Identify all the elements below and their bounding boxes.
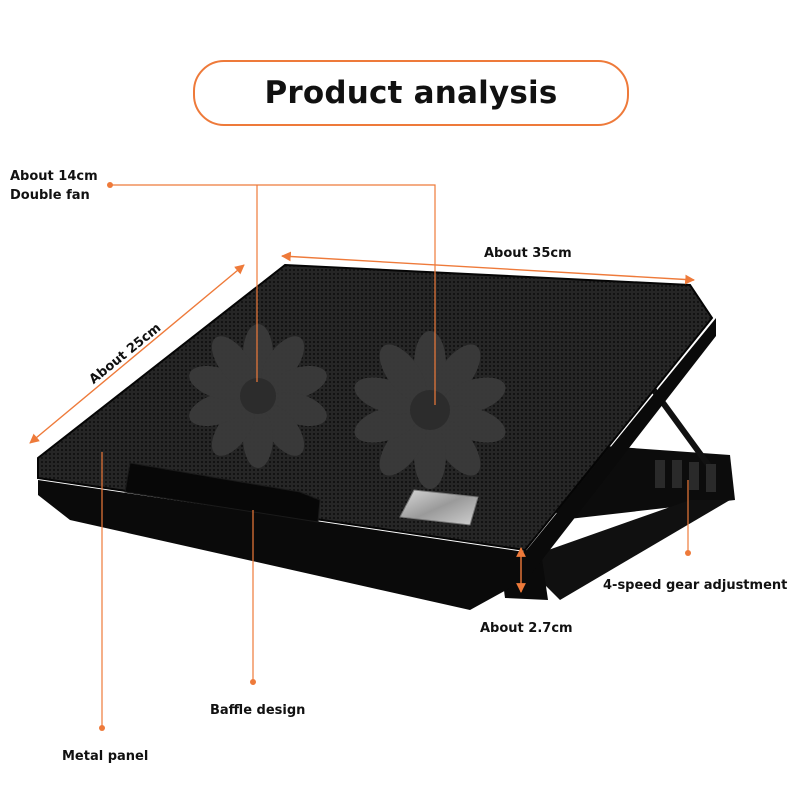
metal-plate — [399, 489, 479, 526]
gear-label: 4-speed gear adjustment — [603, 578, 788, 593]
page-title: Product analysis — [264, 75, 558, 111]
width-label: About 35cm — [484, 246, 572, 261]
base-edge — [38, 318, 716, 610]
fan-right-icon — [354, 331, 506, 489]
title-pill: Product analysis — [193, 60, 629, 126]
dimension-arrows — [29, 251, 695, 593]
baffle — [124, 462, 321, 523]
panel-label: Metal panel — [62, 749, 149, 764]
callout-dots — [99, 182, 691, 731]
fan-type-label: Double fan — [10, 188, 90, 203]
fan-size-label: About 14cm — [10, 169, 98, 184]
callout-lines — [101, 184, 689, 726]
baffle-label: Baffle design — [210, 703, 306, 718]
thickness-label: About 2.7cm — [480, 621, 573, 636]
